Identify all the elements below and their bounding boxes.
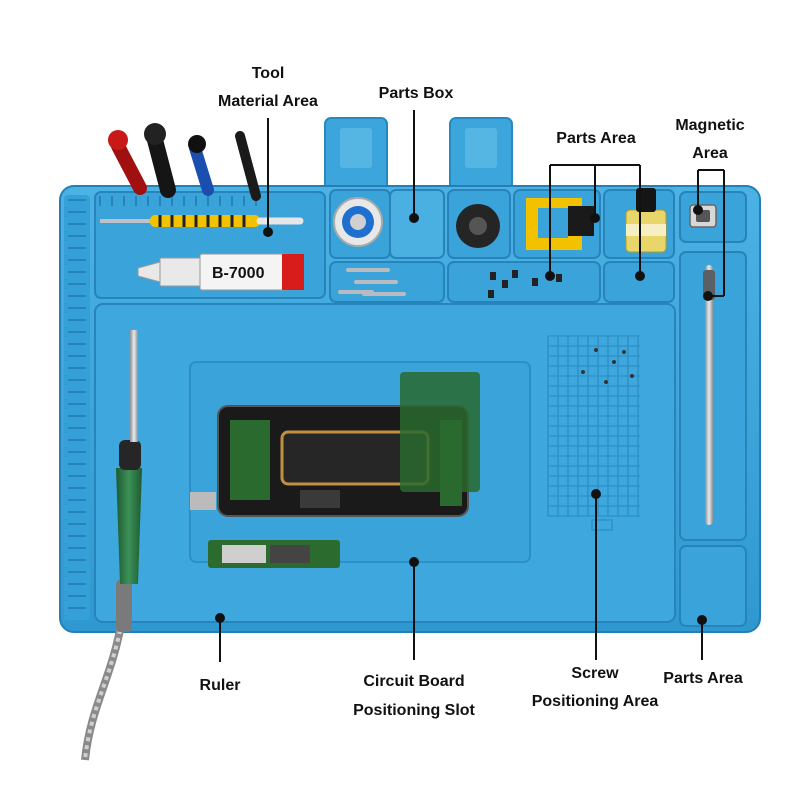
glue-tube-label: B-7000 xyxy=(212,265,265,282)
parts-box-flaps xyxy=(324,117,513,199)
label-material-area: Material Area xyxy=(218,93,318,110)
label-parts-area-bottom: Parts Area xyxy=(663,670,743,687)
label-parts-area-top: Parts Area xyxy=(556,130,636,147)
spudger-tool xyxy=(100,215,304,227)
pry-tool xyxy=(703,265,715,525)
label-parts-box: Parts Box xyxy=(378,85,454,102)
ruler-strip xyxy=(64,195,90,620)
label-positioning-area: Positioning Area xyxy=(531,693,659,710)
screwdriver-bits xyxy=(338,268,406,296)
label-circuit-board: Circuit Board xyxy=(363,673,465,690)
rubber-ring xyxy=(456,204,500,248)
label-ruler: Ruler xyxy=(199,677,241,694)
screw-positioning-grid xyxy=(547,335,640,531)
screwdrivers xyxy=(108,123,261,201)
label-magnetic: Magnetic xyxy=(675,117,745,134)
phone-logic-board xyxy=(190,372,480,568)
label-tool: Tool xyxy=(251,65,285,82)
pointer-lines xyxy=(215,110,725,662)
loose-screws xyxy=(488,270,562,298)
small-screws xyxy=(581,348,634,384)
magnetic-area xyxy=(679,191,747,243)
glue-tube: B-7000 xyxy=(137,253,304,291)
label-positioning-slot: Positioning Slot xyxy=(353,702,475,719)
soldering-iron xyxy=(81,330,142,761)
label-screw: Screw xyxy=(571,665,619,682)
solder-roll xyxy=(333,197,383,247)
label-magnetic-area: Area xyxy=(692,145,728,162)
